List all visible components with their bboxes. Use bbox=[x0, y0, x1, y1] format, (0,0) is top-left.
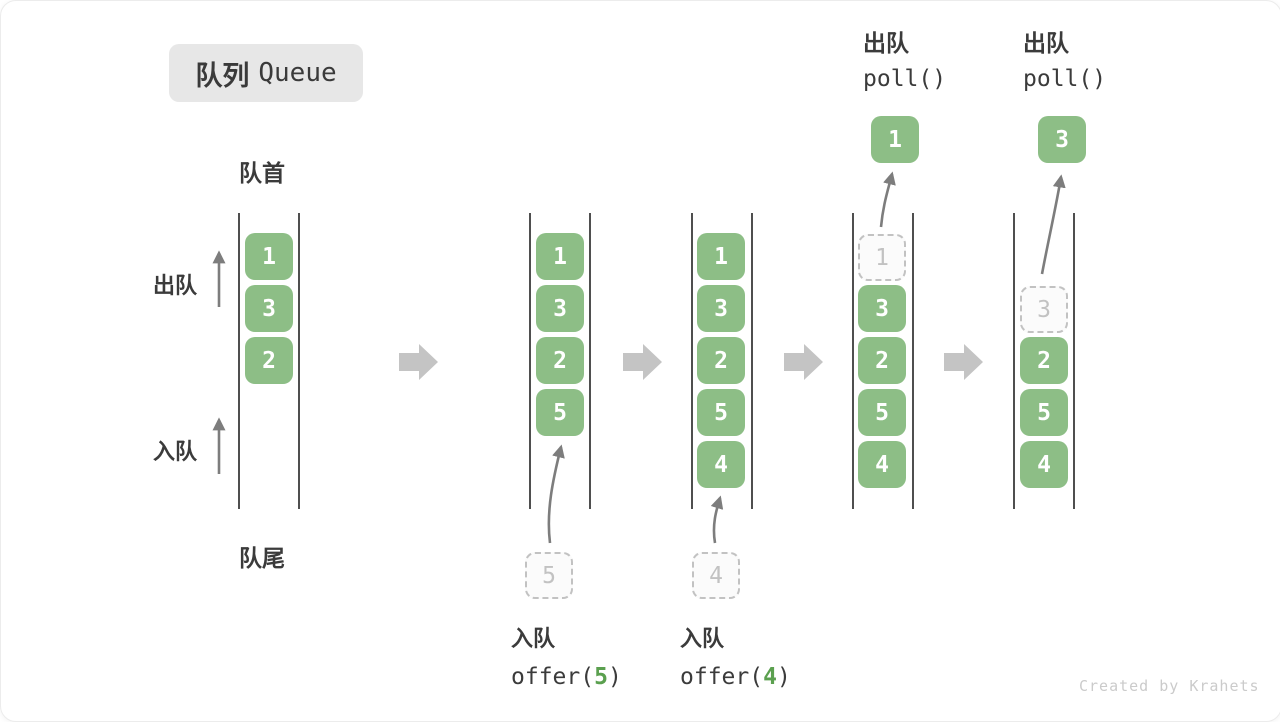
channel-rail bbox=[912, 213, 914, 509]
queue-item: 2 bbox=[697, 337, 745, 384]
poll-op-code: poll() bbox=[863, 66, 947, 92]
title-en: Queue bbox=[258, 58, 337, 88]
offer-op-zh: 入队 bbox=[511, 626, 556, 651]
poll-op-label-1: 出队 poll() bbox=[863, 32, 946, 91]
queue-item: 5 bbox=[1020, 389, 1068, 436]
queue-item: 4 bbox=[1020, 441, 1068, 488]
removed-slot-item: 3 bbox=[1020, 286, 1068, 333]
enqueue-side-label: 入队 bbox=[153, 439, 198, 464]
channel-rail bbox=[298, 213, 300, 509]
queue-item: 3 bbox=[245, 285, 293, 332]
queue-item: 3 bbox=[697, 285, 745, 332]
queue-item: 4 bbox=[858, 441, 906, 488]
offer-op-code: offer(5) bbox=[511, 664, 622, 690]
queue-item: 1 bbox=[697, 233, 745, 280]
title-zh: 队列 bbox=[195, 60, 250, 91]
channel-rail bbox=[1013, 213, 1015, 509]
removed-slot-item: 1 bbox=[858, 234, 906, 281]
title-badge: 队列 Queue bbox=[169, 44, 363, 102]
queue-item: 4 bbox=[697, 441, 745, 488]
offer-op-code: offer(4) bbox=[680, 664, 791, 690]
queue-item: 1 bbox=[536, 233, 584, 280]
queue-item: 5 bbox=[536, 389, 584, 436]
queue-item: 2 bbox=[536, 337, 584, 384]
channel-rail bbox=[238, 213, 240, 509]
poll-1-arrow-icon bbox=[879, 171, 896, 228]
polled-item: 3 bbox=[1038, 116, 1086, 163]
queue-item: 5 bbox=[697, 389, 745, 436]
enqueue-4-arrow-icon bbox=[710, 495, 724, 544]
queue-item: 2 bbox=[245, 337, 293, 384]
flow-arrow-icon bbox=[944, 344, 983, 380]
channel-rail bbox=[751, 213, 753, 509]
pending-item: 4 bbox=[692, 552, 740, 599]
flow-arrow-icon bbox=[623, 344, 662, 380]
dequeue-side-label: 出队 bbox=[153, 273, 198, 298]
channel-rail bbox=[529, 213, 531, 509]
offer-arg: 5 bbox=[594, 664, 608, 690]
flow-arrow-icon bbox=[784, 344, 823, 380]
offer-arg: 4 bbox=[763, 664, 777, 690]
flow-arrow-icon bbox=[399, 344, 438, 380]
polled-item: 1 bbox=[871, 116, 919, 163]
channel-rail bbox=[589, 213, 591, 509]
poll-op-code: poll() bbox=[1023, 66, 1107, 92]
queue-item: 3 bbox=[858, 285, 906, 332]
queue-front-label: 队首 bbox=[239, 160, 285, 186]
poll-2-arrow-icon bbox=[1040, 174, 1066, 275]
channel-rail bbox=[852, 213, 854, 509]
offer-op-zh: 入队 bbox=[680, 626, 725, 651]
enqueue-5-arrow-icon bbox=[547, 444, 565, 544]
queue-item: 5 bbox=[858, 389, 906, 436]
offer-op-label-4: 入队 offer(4) bbox=[680, 621, 791, 690]
offer-op-label-5: 入队 offer(5) bbox=[511, 621, 622, 690]
queue-item: 3 bbox=[536, 285, 584, 332]
watermark: Created by Krahets bbox=[1079, 677, 1260, 695]
pending-item: 5 bbox=[525, 552, 573, 599]
channel-rail bbox=[691, 213, 693, 509]
poll-op-zh: 出队 bbox=[1023, 30, 1069, 56]
queue-item: 2 bbox=[858, 337, 906, 384]
poll-op-zh: 出队 bbox=[863, 30, 909, 56]
queue-item: 2 bbox=[1020, 337, 1068, 384]
poll-op-label-2: 出队 poll() bbox=[1023, 32, 1106, 91]
channel-rail bbox=[1073, 213, 1075, 509]
queue-rear-label: 队尾 bbox=[239, 545, 285, 571]
queue-item: 1 bbox=[245, 233, 293, 280]
